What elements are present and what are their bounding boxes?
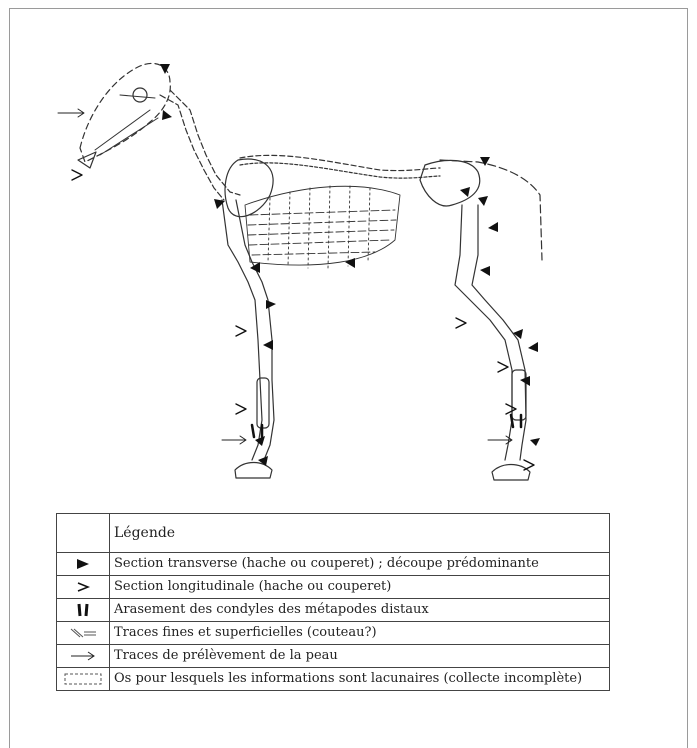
legend-row: Traces fines et superficielles (couteau?… [57,622,610,645]
pelvis [420,160,480,206]
legend-row: Section longitudinale (hache ou couperet… [57,576,610,599]
legend-item-label: Traces de prélèvement de la peau [110,645,610,668]
legend-row: Arasement des condyles des métapodes dis… [57,599,610,622]
legend-table: Légende Section transverse (hache ou cou… [56,513,610,691]
spine [240,155,440,178]
legend-row: Section transverse (hache ou couperet) ;… [57,553,610,576]
neck-vertebrae [160,90,240,200]
legend-item-label: Section longitudinale (hache ou couperet… [110,576,610,599]
horse-skeleton-diagram [0,0,697,510]
legend-item-label: Section transverse (hache ou couperet) ;… [110,553,610,576]
scapula [225,159,273,217]
legend-header-row: Légende [57,514,610,553]
legend-header-symbol-cell [57,514,110,553]
tail-outline [440,160,542,260]
fine-traces-icon [68,626,98,640]
condyle-leveling-icon [73,602,93,618]
legend-item-label: Arasement des condyles des métapodes dis… [110,599,610,622]
legend-item-label: Os pour lesquels les informations sont l… [110,668,610,691]
open-arrowhead-icon [73,580,93,594]
thin-arrow-icon [68,649,98,663]
longitudinal-section-markers [72,170,534,470]
condyle-leveling-marks [252,415,521,437]
filled-arrowhead-icon [73,557,93,571]
transverse-section-markers [160,64,540,466]
legend-item-label: Traces fines et superficielles (couteau?… [110,622,610,645]
skull [78,63,170,168]
dashed-box-icon [63,672,103,686]
hind-leg [455,205,530,480]
legend-title: Légende [110,514,610,553]
skin-removal-arrows [58,109,512,444]
legend-row: Traces de prélèvement de la peau [57,645,610,668]
legend-row: Os pour lesquels les informations sont l… [57,668,610,691]
